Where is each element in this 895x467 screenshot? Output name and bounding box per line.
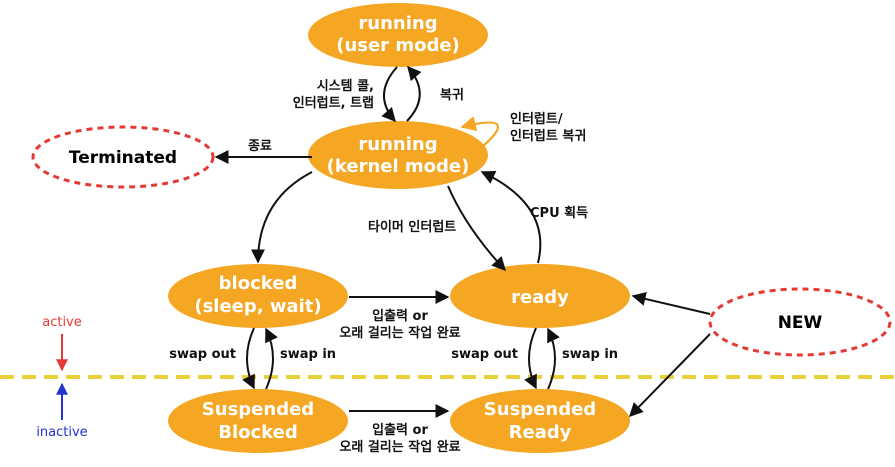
label-timer-interrupt: 타이머 인터럽트 — [368, 219, 456, 235]
state-blocked: blocked (sleep, wait) — [168, 264, 348, 328]
label-syscall-line2: 인터럽트, 트랩 — [293, 95, 374, 111]
label-return: 복귀 — [440, 87, 464, 103]
state-suspended-ready-line2: Ready — [509, 422, 572, 443]
arrow-timer-interrupt — [447, 185, 506, 272]
state-blocked-line1: blocked — [219, 273, 298, 294]
label-interrupt-line2: 인터럽트 복귀 — [510, 128, 586, 144]
label-swap-out-left: swap out — [169, 347, 236, 362]
state-running-kernel-line1: running — [358, 134, 437, 155]
state-running-kernel-line2: (kernel mode) — [327, 156, 470, 177]
label-interrupt-line1: 인터럽트/ — [510, 111, 563, 127]
arrow-new-to-ready — [631, 292, 711, 315]
arrow-cpu-acquire — [480, 171, 542, 264]
state-blocked-line2: (sleep, wait) — [194, 296, 321, 317]
inactive-label: inactive — [36, 425, 87, 440]
arrow-interrupt-self-loop — [460, 116, 500, 148]
state-running-user-line1: running — [358, 13, 437, 34]
state-suspended-ready: Suspended Ready — [450, 389, 630, 453]
label-cpu-acquire: CPU 획득 — [530, 205, 588, 221]
state-terminated-label: Terminated — [69, 148, 177, 168]
arrow-new-to-suspended-ready — [629, 333, 711, 418]
label-swap-out-right: swap out — [451, 347, 518, 362]
label-io-complete-1-line2: 오래 걸리는 작업 완료 — [339, 325, 460, 341]
arrow-swap-in-left — [265, 327, 278, 390]
state-running-user-line2: (user mode) — [336, 35, 460, 56]
arrow-kernel-to-blocked — [251, 171, 313, 264]
active-label: active — [42, 315, 82, 330]
arrow-return — [406, 65, 422, 122]
state-new-label: NEW — [778, 313, 823, 333]
label-io-complete-2-line2: 오래 걸리는 작업 완료 — [339, 439, 460, 455]
state-ready: ready — [450, 264, 630, 328]
state-suspended-ready-line1: Suspended — [484, 399, 596, 420]
state-suspended-blocked: Suspended Blocked — [168, 389, 348, 453]
state-suspended-blocked-line1: Suspended — [202, 399, 314, 420]
label-swap-in-left: swap in — [280, 347, 336, 362]
label-syscall-line1: 시스템 콜, — [317, 79, 374, 94]
state-new: NEW — [708, 287, 892, 357]
arrow-syscall — [381, 66, 398, 123]
arrow-swap-in-right — [547, 327, 560, 390]
label-io-complete-2-line1: 입출력 or — [372, 422, 428, 438]
state-suspended-blocked-line2: Blocked — [218, 422, 298, 443]
arrow-swap-out-left — [242, 327, 255, 390]
label-io-complete-1-line1: 입출력 or — [372, 308, 428, 324]
label-swap-in-right: swap in — [562, 347, 618, 362]
state-terminated: Terminated — [31, 125, 215, 189]
arrow-swap-out-right — [524, 327, 537, 390]
state-running-kernel: running (kernel mode) — [308, 121, 488, 189]
state-ready-label: ready — [511, 287, 569, 308]
state-running-user: running (user mode) — [308, 3, 488, 67]
label-exit: 종료 — [248, 139, 272, 154]
